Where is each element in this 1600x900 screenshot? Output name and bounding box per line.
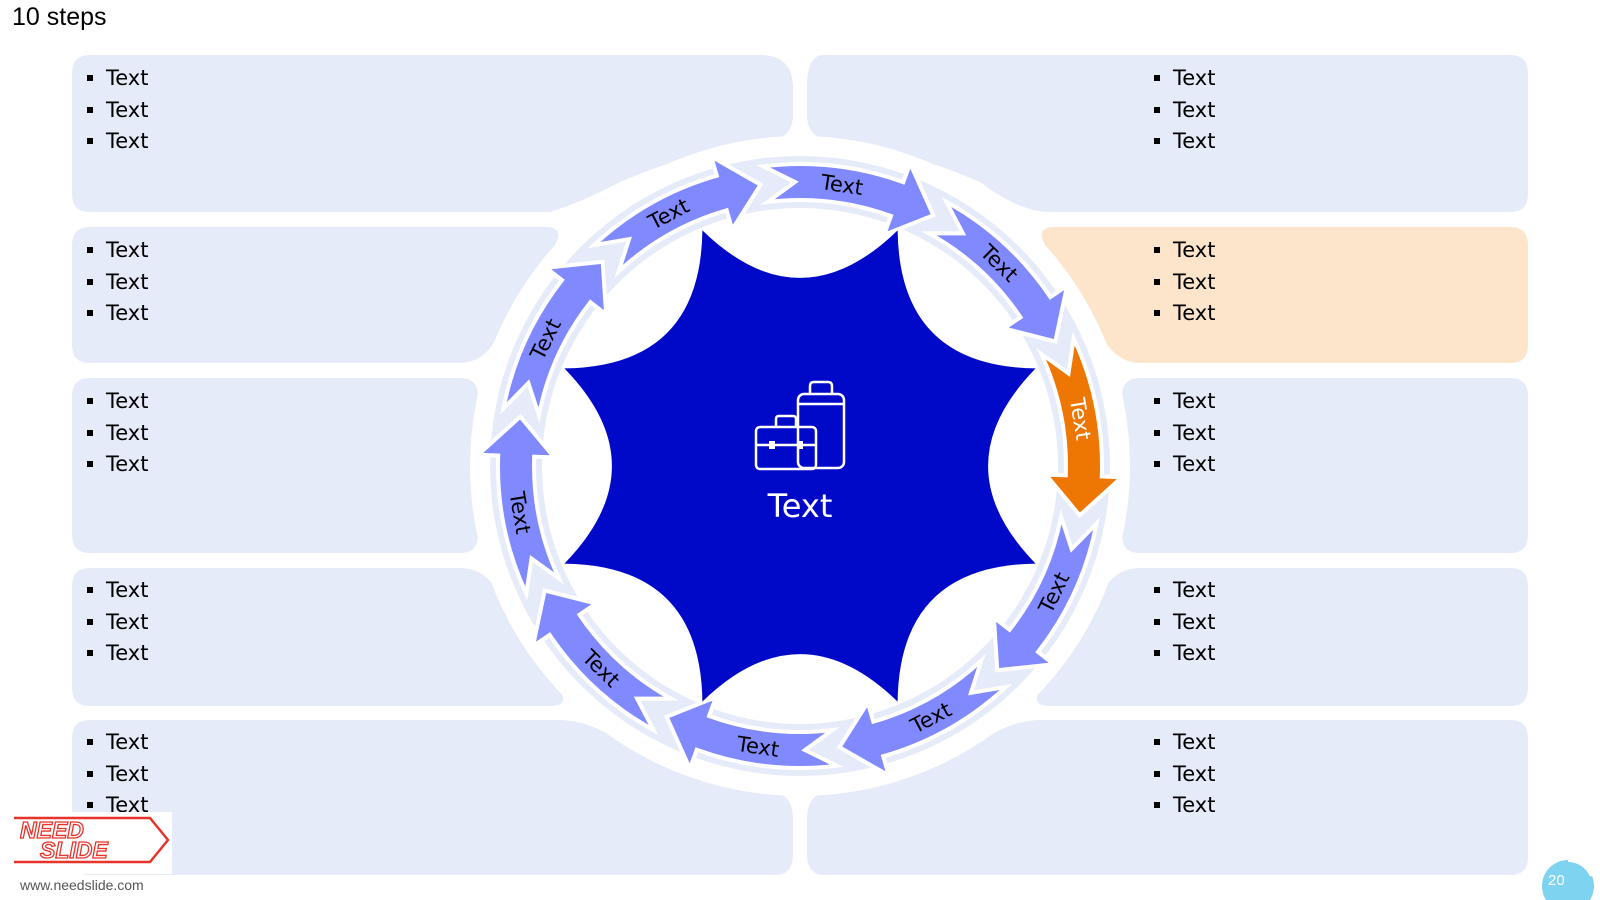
list-item: Text: [1151, 235, 1215, 267]
bullet-list-right-3: Text Text Text: [1151, 386, 1215, 481]
list-item: Text: [1151, 575, 1215, 607]
panel-right-3: [1122, 378, 1528, 553]
panel-left-1: [72, 55, 793, 212]
panel-left-5: [72, 720, 793, 875]
arrow-ring: [473, 152, 1127, 780]
logo-url: www.needslide.com: [20, 877, 144, 893]
logo-text-top: NEED: [20, 817, 84, 843]
bullet-list-left-4: Text Text Text: [84, 575, 148, 670]
panel-right-4: [1036, 568, 1528, 706]
arrow-step-4: [991, 508, 1100, 673]
slide-title: 10 steps: [12, 3, 107, 31]
list-item: Text: [84, 235, 148, 267]
list-item: Text: [1151, 95, 1215, 127]
panel-right-2: [1041, 227, 1528, 363]
panel-right-5: [807, 720, 1528, 875]
list-item: Text: [1151, 126, 1215, 158]
list-item: Text: [84, 449, 148, 481]
arrow-step-9: [500, 259, 609, 424]
list-item: Text: [84, 298, 148, 330]
arrow-step-2: [921, 196, 1070, 344]
arrow-step-8: [473, 413, 564, 601]
list-item: Text: [1151, 267, 1215, 299]
page-number-badge: [1542, 858, 1594, 900]
list-item: Text: [84, 267, 148, 299]
bullet-list-left-5: Text Text Text: [84, 727, 148, 822]
list-item: Text: [84, 607, 148, 639]
list-item: Text: [84, 418, 148, 450]
arrow-step-1: [756, 158, 936, 239]
arrow-step-5: [836, 653, 1013, 780]
arrow-step-10: [587, 152, 764, 279]
panel-left-4: [72, 568, 564, 706]
list-item: Text: [1151, 727, 1215, 759]
panel-right-1: [807, 55, 1528, 212]
luggage-icon: [754, 380, 846, 471]
bullet-list-left-1: Text Text Text: [84, 63, 148, 158]
list-item: Text: [84, 95, 148, 127]
list-item: Text: [84, 638, 148, 670]
list-item: Text: [84, 126, 148, 158]
list-item: Text: [84, 727, 148, 759]
list-item: Text: [84, 386, 148, 418]
bullet-list-right-4: Text Text Text: [1151, 575, 1215, 670]
arrow-step-7: [530, 588, 679, 736]
list-item: Text: [1151, 386, 1215, 418]
list-item: Text: [84, 63, 148, 95]
bullet-list-left-2: Text Text Text: [84, 235, 148, 330]
bullet-list-right-2: Text Text Text: [1151, 235, 1215, 330]
page-number: 20: [1548, 872, 1565, 889]
list-item: Text: [1151, 418, 1215, 450]
bullet-list-right-5: Text Text Text: [1151, 727, 1215, 822]
list-item: Text: [1151, 759, 1215, 791]
needslide-logo: NEED SLIDE: [10, 812, 172, 874]
logo-text-bottom: SLIDE: [40, 837, 108, 863]
list-item: Text: [1151, 607, 1215, 639]
panel-left-3: [72, 378, 478, 553]
list-item: Text: [1151, 790, 1215, 822]
list-item: Text: [1151, 638, 1215, 670]
list-item: Text: [84, 759, 148, 791]
arrow-step-6: [664, 693, 844, 774]
center-label: Text: [767, 487, 833, 525]
list-item: Text: [84, 575, 148, 607]
list-item: Text: [1151, 298, 1215, 330]
arrow-step-3: [1036, 331, 1127, 519]
list-item: Text: [1151, 449, 1215, 481]
bullet-list-left-3: Text Text Text: [84, 386, 148, 481]
panel-left-2: [72, 227, 559, 363]
list-item: Text: [1151, 63, 1215, 95]
bullet-list-right-1: Text Text Text: [1151, 63, 1215, 158]
